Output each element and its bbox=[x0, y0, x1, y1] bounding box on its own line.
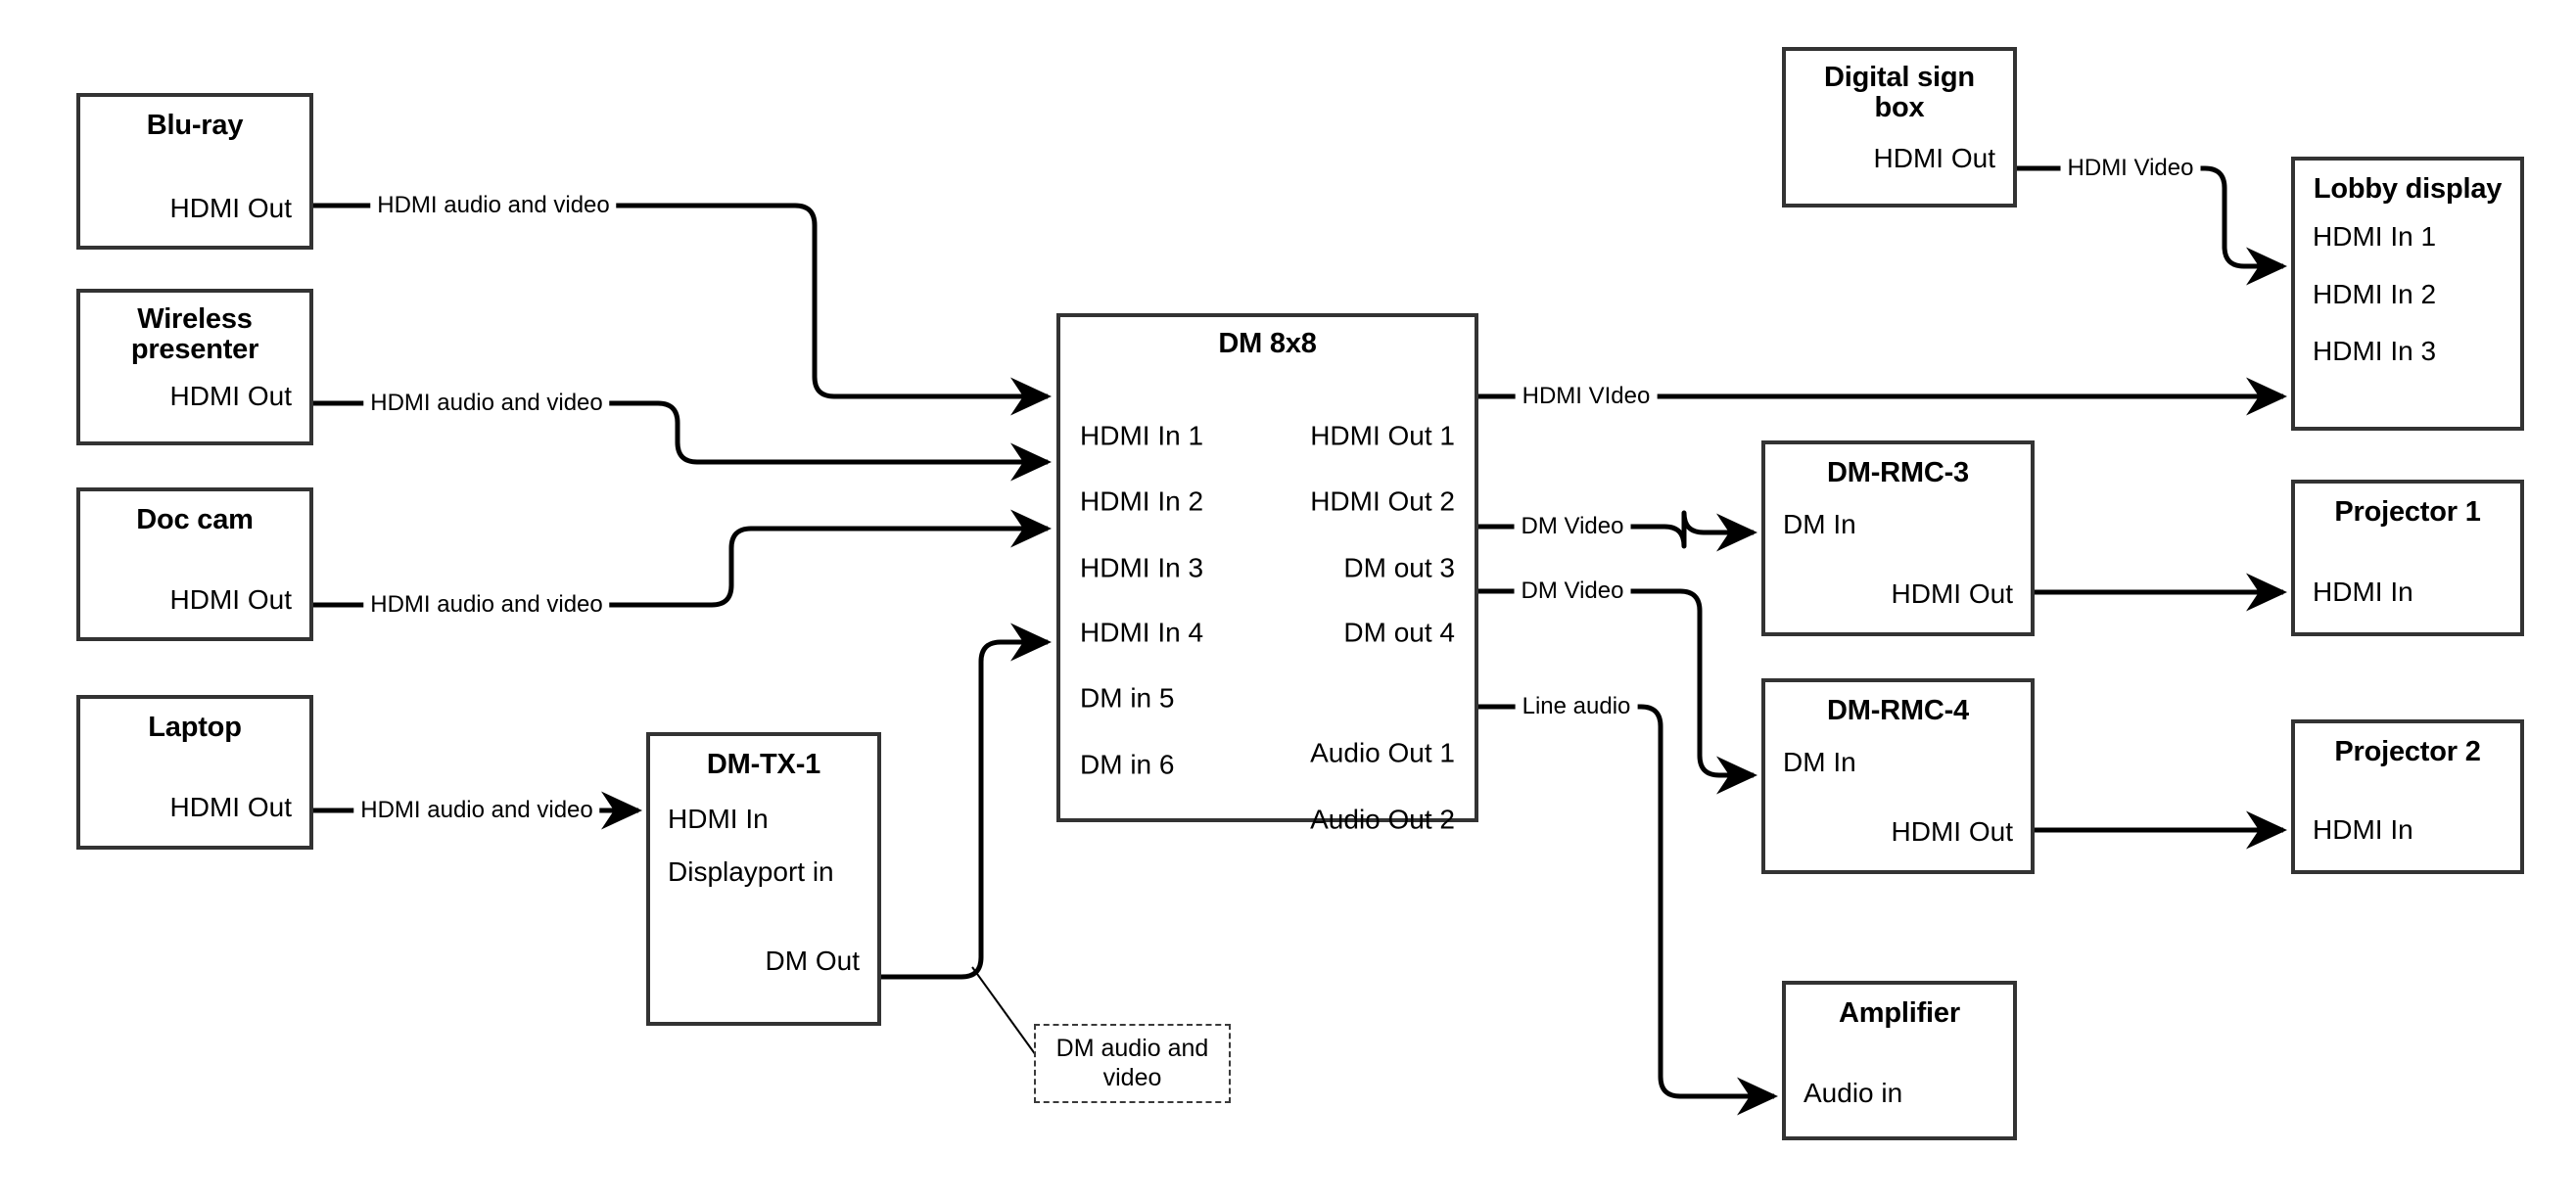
node-dm-8x8-port-dm-out-3[interactable]: DM out 3 bbox=[1343, 552, 1455, 583]
node-dm-rmc-3[interactable]: DM-RMC-3 DM In HDMI Out bbox=[1761, 440, 2035, 636]
node-bluray-port-hdmi-out[interactable]: HDMI Out bbox=[169, 193, 292, 224]
edge-label-dm-out-3: DM Video bbox=[1514, 515, 1631, 538]
wire-bluray-to-dm8x8-hdmi-in-1 bbox=[313, 203, 1053, 416]
node-dm-tx-1-title: DM-TX-1 bbox=[706, 749, 821, 780]
node-projector-1[interactable]: Projector 1 HDMI In bbox=[2291, 480, 2524, 636]
node-doc-cam[interactable]: Doc cam HDMI Out bbox=[76, 487, 313, 641]
node-dm-rmc-4-port-hdmi-out[interactable]: HDMI Out bbox=[1891, 815, 2013, 847]
node-dm-rmc-3-port-hdmi-out[interactable]: HDMI Out bbox=[1891, 577, 2013, 609]
node-dm-8x8-port-audio-out-2[interactable]: Audio Out 2 bbox=[1310, 804, 1455, 835]
node-laptop-title: Laptop bbox=[148, 712, 242, 743]
node-laptop-port-hdmi-out[interactable]: HDMI Out bbox=[169, 792, 292, 823]
node-lobby-display-port-hdmi-in-3[interactable]: HDMI In 3 bbox=[2313, 336, 2437, 367]
edge-label-dm-out-4: DM Video bbox=[1514, 579, 1631, 603]
node-dm-8x8-port-hdmi-in-4[interactable]: HDMI In 4 bbox=[1080, 617, 1204, 648]
node-dm-8x8-port-dm-in-5[interactable]: DM in 5 bbox=[1080, 682, 1175, 714]
node-projector-1-title: Projector 1 bbox=[2334, 496, 2481, 528]
node-dm-8x8-port-hdmi-in-3[interactable]: HDMI In 3 bbox=[1080, 552, 1204, 583]
node-lobby-display-port-hdmi-in-1[interactable]: HDMI In 1 bbox=[2313, 221, 2437, 253]
wire-dm8x8-dm-out-3-to-rmc3 bbox=[1478, 510, 1758, 552]
node-dm-tx-1-port-displayport-in[interactable]: Displayport in bbox=[668, 855, 834, 887]
node-bluray[interactable]: Blu-ray HDMI Out bbox=[76, 93, 313, 250]
edge-label-laptop: HDMI audio and video bbox=[353, 799, 600, 822]
node-wireless-presenter[interactable]: Wireless presenter HDMI Out bbox=[76, 289, 313, 445]
node-projector-2[interactable]: Projector 2 HDMI In bbox=[2291, 719, 2524, 874]
node-bluray-title: Blu-ray bbox=[146, 110, 244, 141]
wire-dm8x8-dm-out-4-to-rmc4 bbox=[1478, 588, 1758, 795]
wire-doccam-to-dm8x8-hdmi-in-3 bbox=[313, 509, 1053, 608]
node-digital-sign-box[interactable]: Digital sign box HDMI Out bbox=[1782, 47, 2017, 208]
edge-label-hdmi-out-1: HDMI VIdeo bbox=[1515, 385, 1658, 408]
wire-signbox-to-lobby-hdmi-in-1 bbox=[2017, 165, 2288, 286]
node-dm-tx-1-port-dm-out[interactable]: DM Out bbox=[765, 946, 860, 977]
edge-label-doccam: HDMI audio and video bbox=[363, 593, 610, 617]
node-dm-rmc-3-title: DM-RMC-3 bbox=[1827, 457, 1969, 488]
node-dm-8x8-port-hdmi-out-2[interactable]: HDMI Out 2 bbox=[1310, 485, 1455, 517]
edge-label-audio-out-1: Line audio bbox=[1515, 695, 1638, 718]
edge-label-wireless: HDMI audio and video bbox=[363, 392, 610, 415]
node-dm-rmc-4-port-dm-in[interactable]: DM In bbox=[1783, 747, 1856, 778]
node-dm-rmc-4[interactable]: DM-RMC-4 DM In HDMI Out bbox=[1761, 678, 2035, 874]
wire-dm8x8-audio-out-1-to-amplifier bbox=[1478, 704, 1779, 1116]
wire-wireless-to-dm8x8-hdmi-in-2 bbox=[313, 400, 1053, 482]
edge-label-bluray: HDMI audio and video bbox=[370, 194, 617, 217]
node-dm-rmc-4-title: DM-RMC-4 bbox=[1827, 695, 1969, 726]
node-amplifier[interactable]: Amplifier Audio in bbox=[1782, 981, 2017, 1140]
edge-label-signbox: HDMI Video bbox=[2060, 157, 2201, 180]
node-dm-8x8-port-hdmi-in-2[interactable]: HDMI In 2 bbox=[1080, 485, 1204, 517]
node-dm-8x8-port-dm-out-4[interactable]: DM out 4 bbox=[1343, 617, 1455, 648]
node-amplifier-port-audio-in[interactable]: Audio in bbox=[1803, 1078, 1903, 1109]
node-dm-8x8-port-dm-in-6[interactable]: DM in 6 bbox=[1080, 749, 1175, 780]
node-digital-sign-box-port-hdmi-out[interactable]: HDMI Out bbox=[1873, 142, 1995, 173]
node-dm-tx-1[interactable]: DM-TX-1 HDMI In Displayport in DM Out bbox=[646, 732, 881, 1026]
node-lobby-display-title: Lobby display bbox=[2313, 173, 2503, 205]
note-leader-line bbox=[971, 966, 1042, 1063]
note-dm-audio-and-video: DM audio and video bbox=[1034, 1024, 1231, 1103]
node-wireless-presenter-port-hdmi-out[interactable]: HDMI Out bbox=[169, 380, 292, 411]
node-dm-8x8[interactable]: DM 8x8 HDMI In 1 HDMI In 2 HDMI In 3 HDM… bbox=[1056, 313, 1478, 834]
node-dm-8x8-port-hdmi-in-1[interactable]: HDMI In 1 bbox=[1080, 420, 1204, 451]
node-wireless-presenter-title: Wireless presenter bbox=[130, 303, 259, 366]
node-doc-cam-port-hdmi-out[interactable]: HDMI Out bbox=[169, 584, 292, 616]
node-lobby-display-port-hdmi-in-2[interactable]: HDMI In 2 bbox=[2313, 278, 2437, 309]
node-dm-8x8-port-hdmi-out-1[interactable]: HDMI Out 1 bbox=[1310, 420, 1455, 451]
node-dm-rmc-3-port-dm-in[interactable]: DM In bbox=[1783, 509, 1856, 540]
node-amplifier-title: Amplifier bbox=[1839, 997, 1960, 1029]
node-projector-1-port-hdmi-in[interactable]: HDMI In bbox=[2313, 577, 2413, 608]
node-projector-2-port-hdmi-in[interactable]: HDMI In bbox=[2313, 814, 2413, 846]
node-lobby-display[interactable]: Lobby display HDMI In 1 HDMI In 2 HDMI I… bbox=[2291, 157, 2524, 431]
node-dm-8x8-title: DM 8x8 bbox=[1218, 328, 1317, 359]
node-laptop[interactable]: Laptop HDMI Out bbox=[76, 695, 313, 850]
node-doc-cam-title: Doc cam bbox=[136, 504, 254, 535]
node-projector-2-title: Projector 2 bbox=[2334, 736, 2481, 767]
wire-dmtx1-to-dm8x8-dm-in-5 bbox=[881, 623, 1053, 980]
node-digital-sign-box-title: Digital sign box bbox=[1824, 62, 1975, 124]
node-dm-8x8-port-audio-out-1[interactable]: Audio Out 1 bbox=[1310, 737, 1455, 768]
node-dm-tx-1-port-hdmi-in[interactable]: HDMI In bbox=[668, 804, 769, 835]
